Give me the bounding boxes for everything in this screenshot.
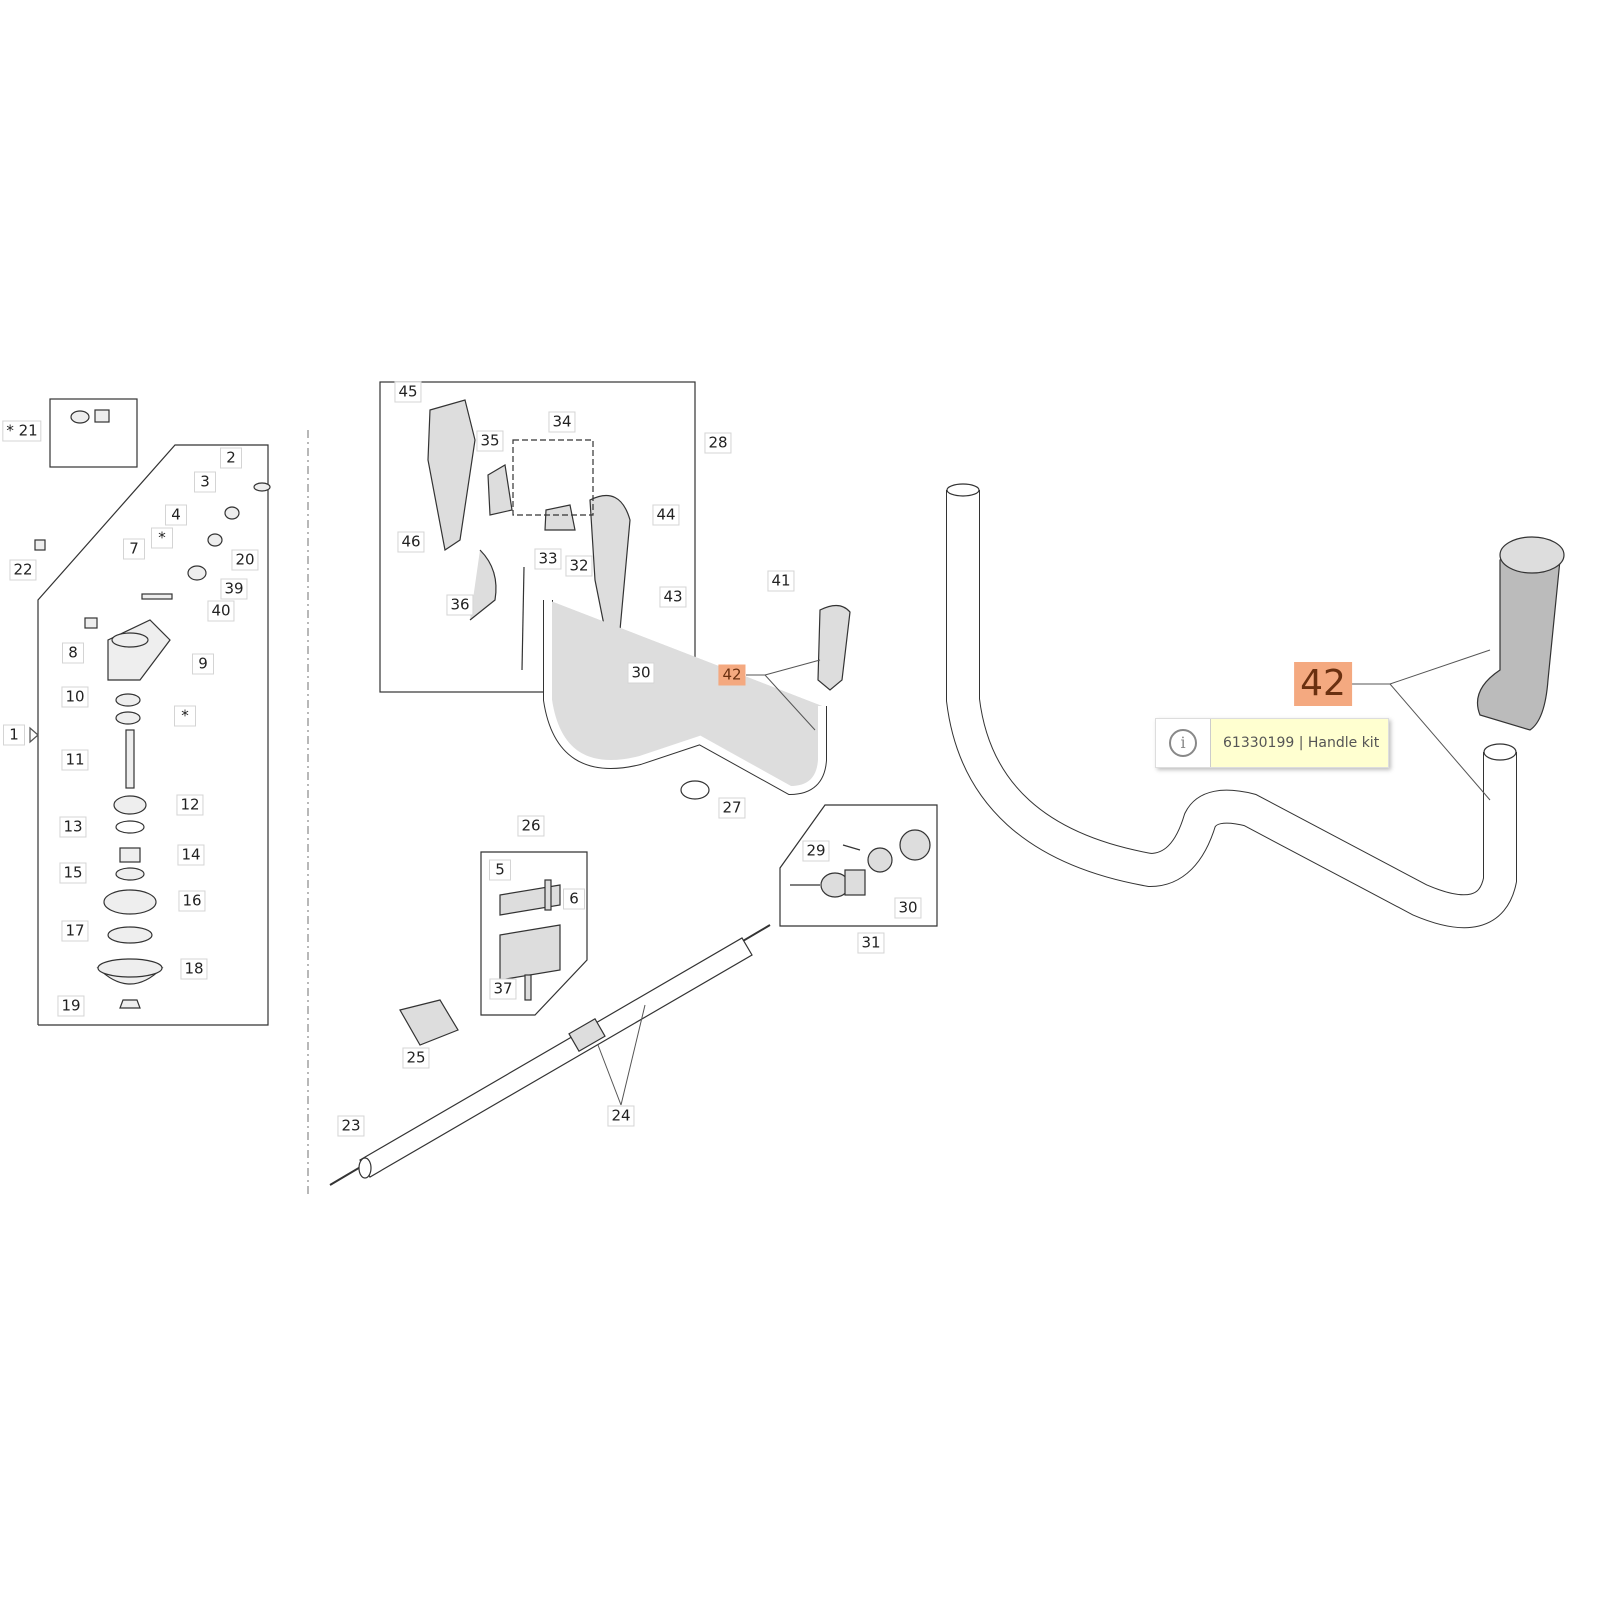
callout-18[interactable]: 18 bbox=[180, 958, 208, 980]
callout-45[interactable]: 45 bbox=[394, 381, 422, 403]
callout-34[interactable]: 34 bbox=[548, 411, 576, 433]
callout-6[interactable]: 6 bbox=[563, 888, 585, 910]
callout-40[interactable]: 40 bbox=[207, 600, 235, 622]
callout-30[interactable]: 30 bbox=[627, 662, 655, 684]
callout-31[interactable]: 31 bbox=[857, 932, 885, 954]
callout-11[interactable]: 11 bbox=[61, 749, 89, 771]
part-tooltip: i 61330199 | Handle kit bbox=[1155, 718, 1389, 768]
callout-14[interactable]: 14 bbox=[177, 844, 205, 866]
leader-lines bbox=[597, 649, 1491, 1106]
callout-20[interactable]: 20 bbox=[231, 549, 259, 571]
selected-part-label[interactable]: 42 bbox=[1294, 662, 1352, 706]
callout-12[interactable]: 12 bbox=[176, 794, 204, 816]
callout-33[interactable]: 33 bbox=[534, 548, 562, 570]
handlebar-large bbox=[946, 483, 1565, 929]
info-icon: i bbox=[1156, 719, 1211, 767]
callout-17[interactable]: 17 bbox=[61, 920, 89, 942]
handle-parts bbox=[427, 399, 851, 800]
tooltip-text: 61330199 | Handle kit bbox=[1211, 719, 1388, 767]
callout-5[interactable]: 5 bbox=[489, 859, 511, 881]
callout-28[interactable]: 28 bbox=[704, 432, 732, 454]
callout-35[interactable]: 35 bbox=[476, 430, 504, 452]
clamp-parts bbox=[399, 829, 931, 1046]
callout-32[interactable]: 32 bbox=[565, 555, 593, 577]
callout-16[interactable]: 16 bbox=[178, 890, 206, 912]
callout-1[interactable]: 1 bbox=[3, 724, 25, 746]
callout-26[interactable]: 26 bbox=[517, 815, 545, 837]
callout-29[interactable]: 29 bbox=[802, 840, 830, 862]
drive-shaft bbox=[329, 924, 771, 1186]
callout-15[interactable]: 15 bbox=[59, 862, 87, 884]
callout-41[interactable]: 41 bbox=[767, 570, 795, 592]
info-icon-glyph: i bbox=[1169, 729, 1197, 757]
callout-43[interactable]: 43 bbox=[659, 586, 687, 608]
callout-asterisk[interactable]: * bbox=[174, 705, 196, 727]
callout-39[interactable]: 39 bbox=[220, 578, 248, 600]
callout-36[interactable]: 36 bbox=[446, 594, 474, 616]
callout-25[interactable]: 25 bbox=[402, 1047, 430, 1069]
callout-46[interactable]: 46 bbox=[397, 531, 425, 553]
callout-42-selected[interactable]: 42 bbox=[718, 664, 746, 686]
callout-9[interactable]: 9 bbox=[192, 653, 214, 675]
callout-8[interactable]: 8 bbox=[62, 642, 84, 664]
group-boxes bbox=[29, 381, 938, 1195]
callout-30[interactable]: 30 bbox=[894, 897, 922, 919]
callout-7[interactable]: 7 bbox=[123, 538, 145, 560]
callout-2[interactable]: 2 bbox=[220, 447, 242, 469]
gear-head-parts bbox=[34, 409, 271, 1009]
callout-4[interactable]: 4 bbox=[165, 504, 187, 526]
callout-22[interactable]: 22 bbox=[9, 559, 37, 581]
callout-13[interactable]: 13 bbox=[59, 816, 87, 838]
callout-3[interactable]: 3 bbox=[194, 471, 216, 493]
callout-37[interactable]: 37 bbox=[489, 978, 517, 1000]
callout-10[interactable]: 10 bbox=[61, 686, 89, 708]
callout-21[interactable]: * 21 bbox=[2, 420, 42, 442]
callout-24[interactable]: 24 bbox=[607, 1105, 635, 1127]
callout-19[interactable]: 19 bbox=[57, 995, 85, 1017]
callout-44[interactable]: 44 bbox=[652, 504, 680, 526]
callout-23[interactable]: 23 bbox=[337, 1115, 365, 1137]
callout-asterisk[interactable]: * bbox=[151, 527, 173, 549]
callout-27[interactable]: 27 bbox=[718, 797, 746, 819]
